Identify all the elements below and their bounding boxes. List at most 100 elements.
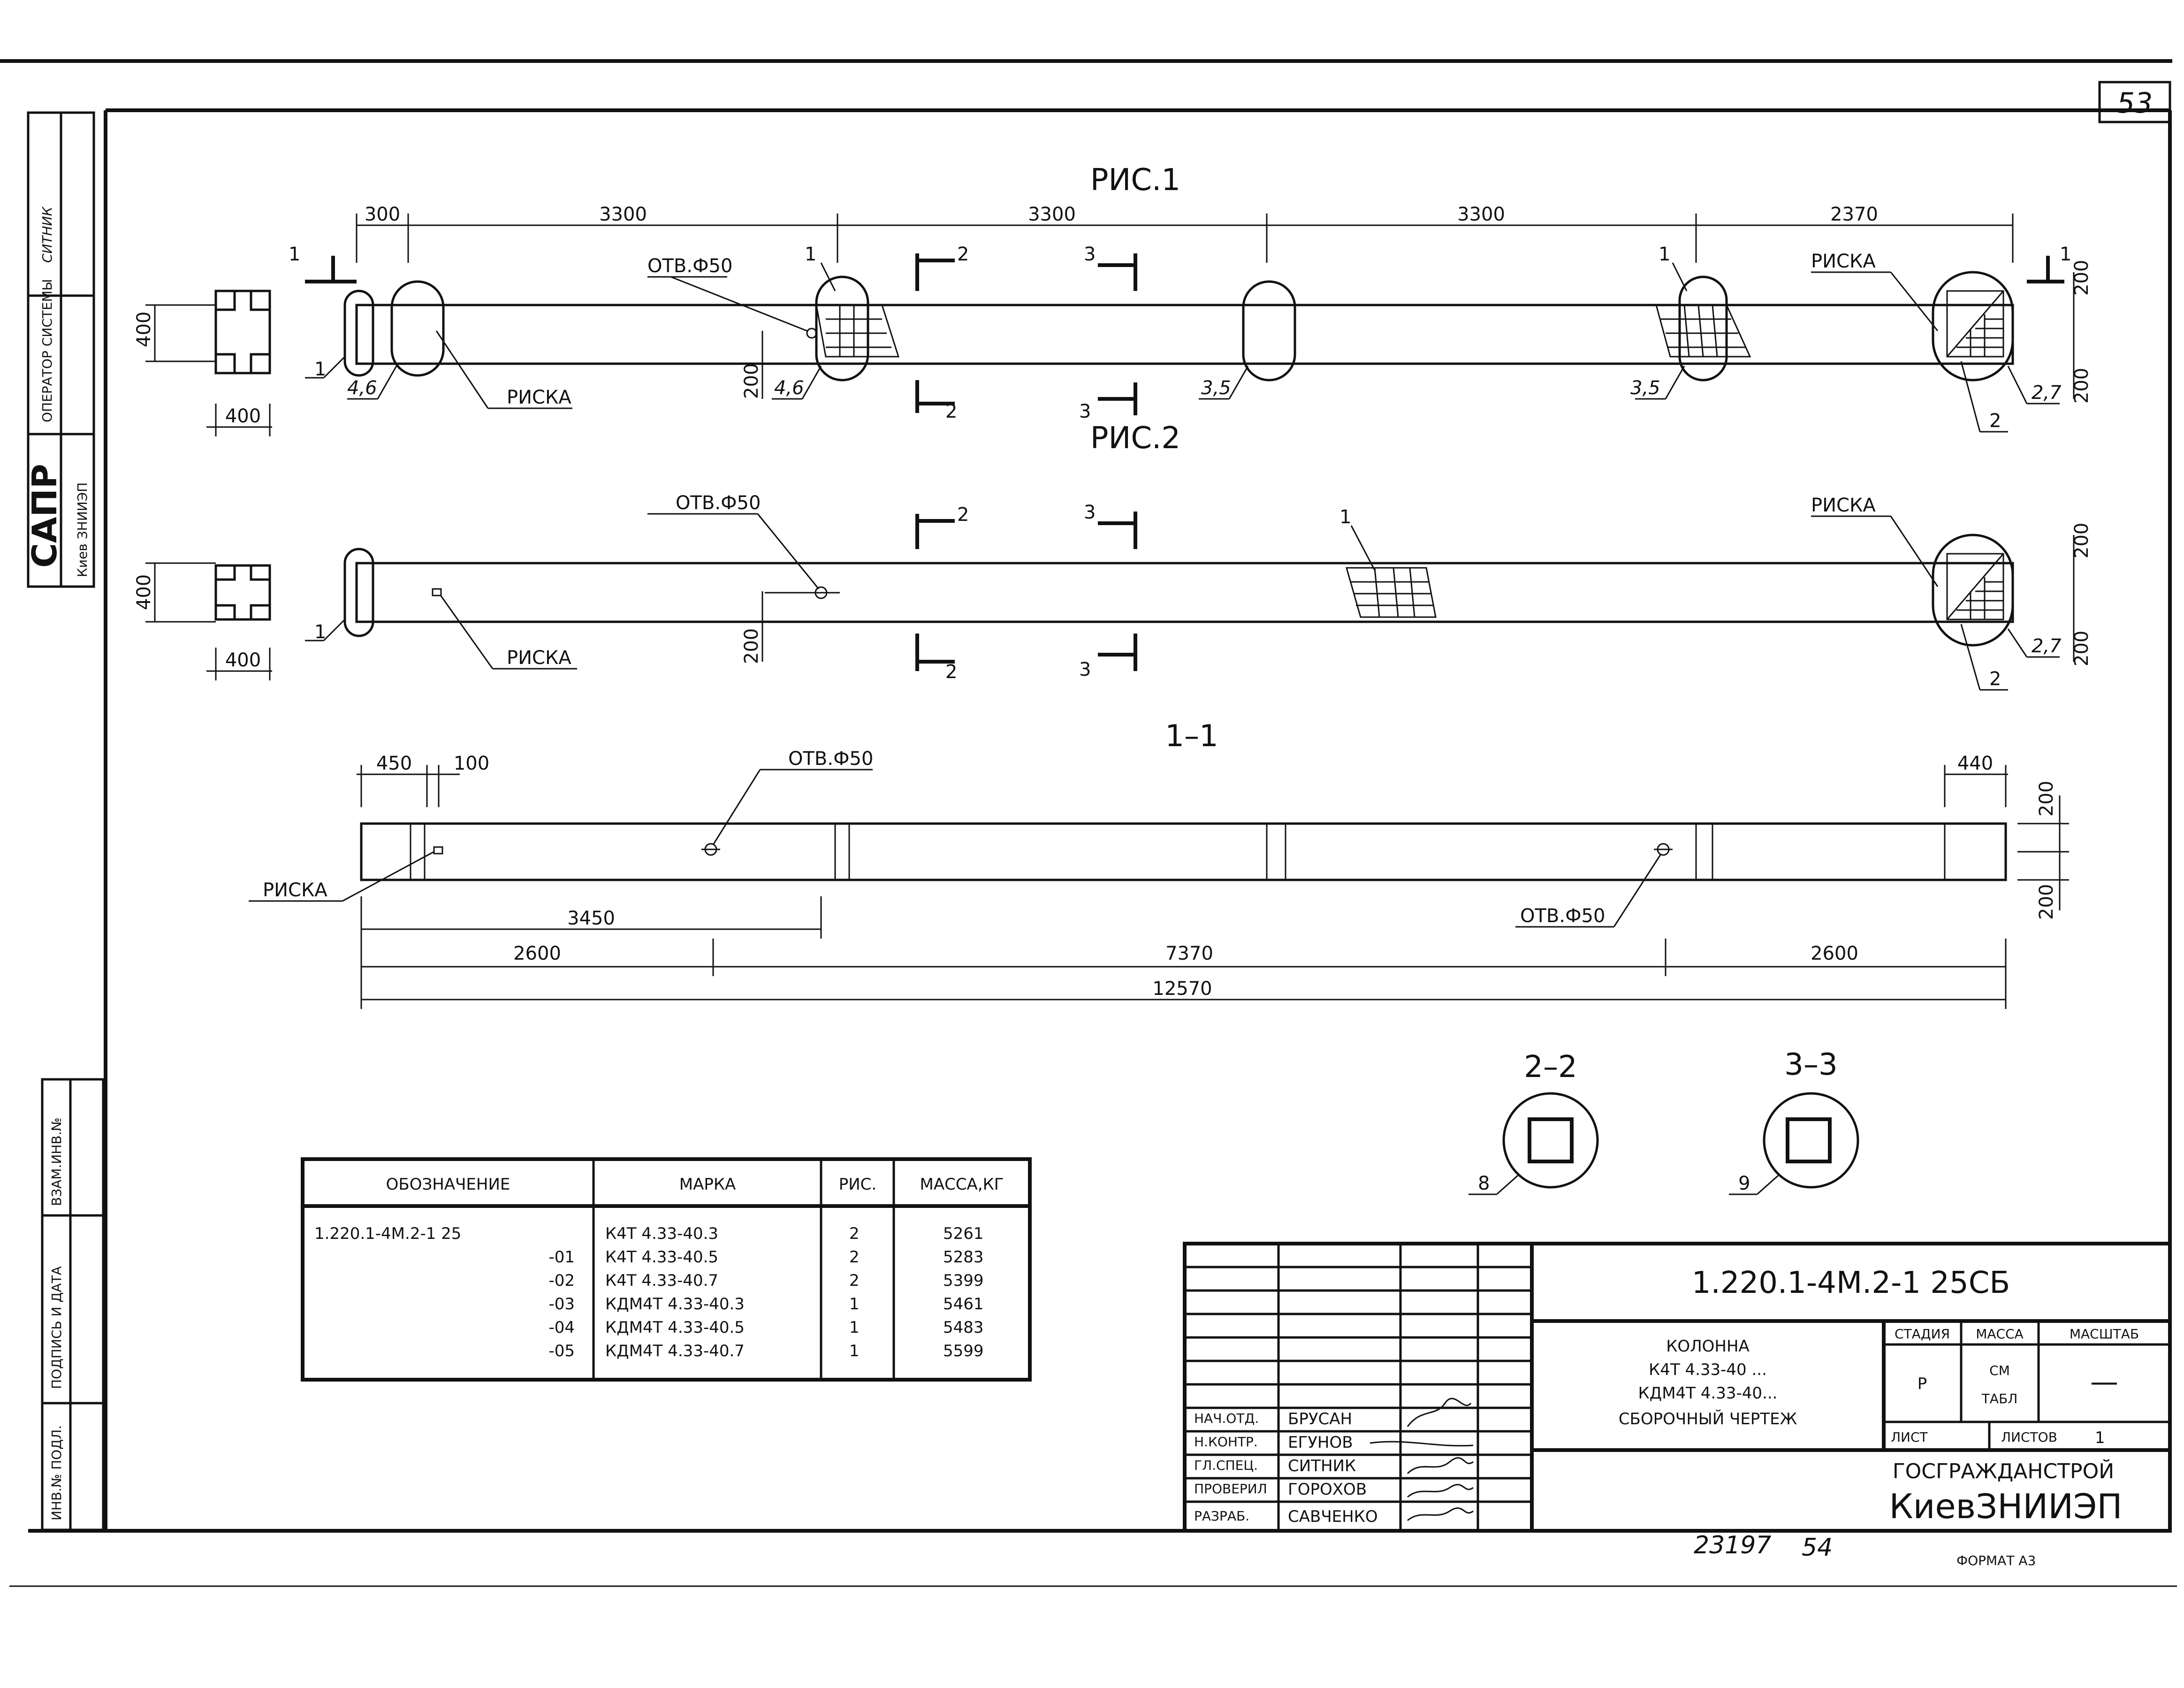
fig2-column [355,562,2014,623]
spec-row-5-mass: 5599 [943,1342,984,1360]
fig1-mark-0: 1 [314,359,326,380]
tb-sheets-label: ЛИСТОВ [2001,1429,2057,1445]
fig1-cut-1-right: 1 [2060,244,2071,265]
fig1-mark-4: 3,5 [1630,377,1660,399]
fig1-mark-5: 2,7 [2032,382,2062,404]
fig1-dim-200-bottom: 200 [2071,368,2093,404]
spec-row-5-code: -05 [548,1342,575,1360]
spec-row-3-mass: 5461 [943,1295,984,1314]
page-number-box: 53 [2098,81,2171,123]
fig2: РИС.2 400 400 [133,421,2093,691]
tb-name-line-1: КОЛОННА [1666,1337,1750,1356]
spec-header-3: МАССА,КГ [920,1175,1004,1194]
fig1-section-h: 400 [133,312,155,347]
fig1-end-hatch [1946,290,2004,358]
spec-row-1-fig: 2 [849,1248,860,1267]
spec-row-1-code: -01 [548,1248,575,1267]
tb-role-0: НАЧ.ОТД. [1194,1411,1259,1426]
spec-row-0-mass: 5261 [943,1224,984,1243]
spec-header-1: МАРКА [679,1175,736,1194]
sheet-frame [0,59,2177,1587]
sec11-riska: РИСКА [263,879,327,901]
side-stamp: СИТНИК ОПЕРАТОР СИСТЕМЫ САПР Киев ЗНИИЭП… [25,111,105,1531]
fig2-section: 400 400 [133,562,272,680]
section-1-1: 1–1 450 100 440 ОТВ.Ф50 ОТВ.Ф50 [249,719,2069,1009]
fig2-mark-2: 2,7 [2032,635,2062,657]
fig2-hatch-mid [1346,567,1437,618]
spec-row-3-fig: 1 [849,1295,860,1314]
spec-row-4-fig: 1 [849,1318,860,1337]
tb-name-line-2: К4Т 4.33-40 ... [1649,1360,1767,1379]
fig2-mark-0: 1 [314,621,326,643]
tb-stage-value: Р [1918,1375,1927,1393]
side-stamp-inv: ИНВ.№ ПОДЛ. [49,1425,64,1520]
tb-name-line-3: КДМ4Т 4.33-40... [1638,1384,1778,1403]
fig2-mark-3: 2 [1989,668,2001,690]
fig1-riska-right: РИСКА [1811,251,1876,272]
spec-header-0: ОБОЗНАЧЕНИЕ [386,1175,510,1194]
page-number: 53 [2117,87,2153,120]
side-stamp-vzam: ВЗАМ.ИНВ.№ [49,1117,64,1206]
fig1-section-w: 400 [225,405,261,427]
tb-mass-label: МАССА [1976,1326,2024,1342]
fig1-mark-6: 2 [1989,410,2001,432]
sec11-title: 1–1 [1165,719,1218,754]
fig2-section-h: 400 [133,574,155,610]
spec-row-1-mass: 5283 [943,1248,984,1267]
fig1-column [355,304,2014,365]
spec-row-1-mark: К4Т 4.33-40.5 [605,1248,718,1267]
tb-role-4: РАЗРАБ. [1194,1508,1249,1524]
fig2-dim-200: 200 [741,628,762,664]
tb-org-2: КиевЗНИИЭП [1889,1487,2122,1526]
spec-table: ОБОЗНАЧЕНИЕ МАРКА РИС. МАССА,КГ 1.220.1-… [301,1157,1032,1382]
fig1-cut-2-top: 2 [957,244,969,265]
fig1-dim-200: 200 [741,363,762,399]
sec11-dim-top-1: 100 [454,753,489,774]
fig1-hatch-right [1655,304,1751,358]
fig1-mark-2: 4,6 [774,377,804,399]
fig2-riska-top: РИСКА [1811,495,1876,516]
sec22-title: 2–2 [1524,1050,1577,1085]
tb-scale-value: — [2090,1366,2118,1398]
fig2-riska-bottom: РИСКА [507,647,571,669]
tb-stage-label: СТАДИЯ [1895,1326,1950,1342]
fig1-hatch-left [815,304,900,358]
spec-row-5-fig: 1 [849,1342,860,1360]
side-stamp-org: Киев ЗНИИЭП [75,482,90,577]
sec11-column [360,822,2007,881]
fig1-cut-3-bottom: 3 [1079,401,1091,422]
fig1-mark-8: 1 [1659,244,1670,265]
spec-row-2-mass: 5399 [943,1271,984,1290]
sec11-dim-top-2: 440 [1957,753,1993,774]
spec-row-4-mass: 5483 [943,1318,984,1337]
tb-name-3: ГОРОХОВ [1288,1480,1367,1499]
tb-role-2: ГЛ.СПЕЦ. [1194,1458,1258,1473]
sec11-hole-top: ОТВ.Ф50 [788,748,873,770]
tb-name-0: БРУСАН [1288,1410,1352,1428]
sec11-dim-bottom-0: 2600 [513,943,561,964]
fig1-hole-label: ОТВ.Ф50 [647,255,732,277]
spec-row-2-mark: К4Т 4.33-40.7 [605,1271,718,1290]
spec-row-3-mark: КДМ4Т 4.33-40.3 [605,1295,745,1314]
fig2-section-w: 400 [225,649,261,671]
fig2-mark-1: 1 [1339,506,1351,528]
fig1-mark-3: 3,5 [1201,377,1231,399]
tb-doc-code: 1.220.1-4М.2-1 25СБ [1692,1266,2010,1300]
spec-row-4-mark: КДМ4Т 4.33-40.5 [605,1318,745,1337]
fig2-cut-2-bottom: 2 [945,661,957,683]
tb-sheet-label: ЛИСТ [1891,1429,1928,1445]
tb-sheets-value: 1 [2095,1428,2105,1447]
sec11-dim-bottom-1: 7370 [1165,943,1213,964]
tb-org-1: ГОСГРАЖДАНСТРОЙ [1893,1459,2114,1483]
footer-inv-number: 23197 [1694,1531,1771,1559]
spec-row-2-fig: 2 [849,1271,860,1290]
title-block: НАЧ.ОТД. Н.КОНТР. ГЛ.СПЕЦ. ПРОВЕРИЛ РАЗР… [1183,1242,2172,1533]
fig2-title: РИС.2 [1090,421,1180,456]
sec11-dim-bottom-2: 2600 [1811,943,1858,964]
fig1-dim-1: 3300 [599,204,647,225]
side-stamp-sapr: САПР [25,464,64,568]
fig2-hole-label: ОТВ.Ф50 [676,492,761,514]
sec11-hole-bottom: ОТВ.Ф50 [1520,905,1605,927]
tb-name-4: САВЧЕНКО [1288,1507,1378,1526]
